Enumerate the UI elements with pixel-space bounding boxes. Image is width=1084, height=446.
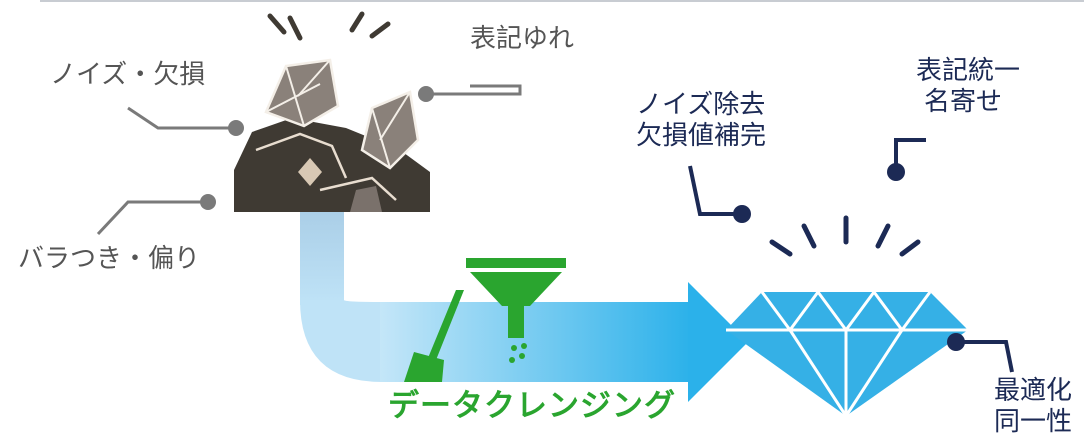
label-unify-line1: 表記統一 xyxy=(916,56,1021,86)
top-divider xyxy=(40,0,1084,2)
connector-noise-defect xyxy=(127,106,234,130)
gray-connector-dots xyxy=(200,86,434,210)
label-optimize-line2: 同一性 xyxy=(994,406,1073,437)
connector-optimize xyxy=(958,340,1014,373)
label-notation-variation: 表記ゆれ xyxy=(470,24,575,54)
diamond-icon xyxy=(726,289,968,417)
label-noise-removal-line2: 欠損値補完 xyxy=(636,120,767,151)
connector-notation xyxy=(426,84,522,96)
rock-icon xyxy=(234,58,430,212)
label-unify: 表記統一 名寄せ xyxy=(916,56,1020,117)
label-process: データクレンジング xyxy=(388,388,676,424)
connector-noise-removal xyxy=(688,165,742,216)
navy-connectors xyxy=(688,138,1014,373)
label-noise-defect: ノイズ・欠損 xyxy=(50,60,206,90)
diamond-sparkle-icon xyxy=(769,215,921,257)
label-variance-bias: バラつき・偏り xyxy=(18,244,201,274)
rock-sparkle-icon xyxy=(267,11,391,41)
label-noise-removal: ノイズ除去 欠損値補完 xyxy=(636,90,766,151)
broom-icon xyxy=(404,290,464,382)
connector-variance xyxy=(96,200,208,236)
funnel-icon xyxy=(466,258,566,363)
label-unify-line2: 名寄せ xyxy=(924,86,1003,117)
label-optimize-line1: 最適化 xyxy=(994,376,1073,406)
connector-unify xyxy=(894,138,926,172)
navy-connector-dots xyxy=(733,163,965,351)
label-optimize: 最適化 同一性 xyxy=(994,376,1072,437)
gray-connectors xyxy=(96,84,522,236)
label-noise-removal-line1: ノイズ除去 xyxy=(636,90,766,120)
